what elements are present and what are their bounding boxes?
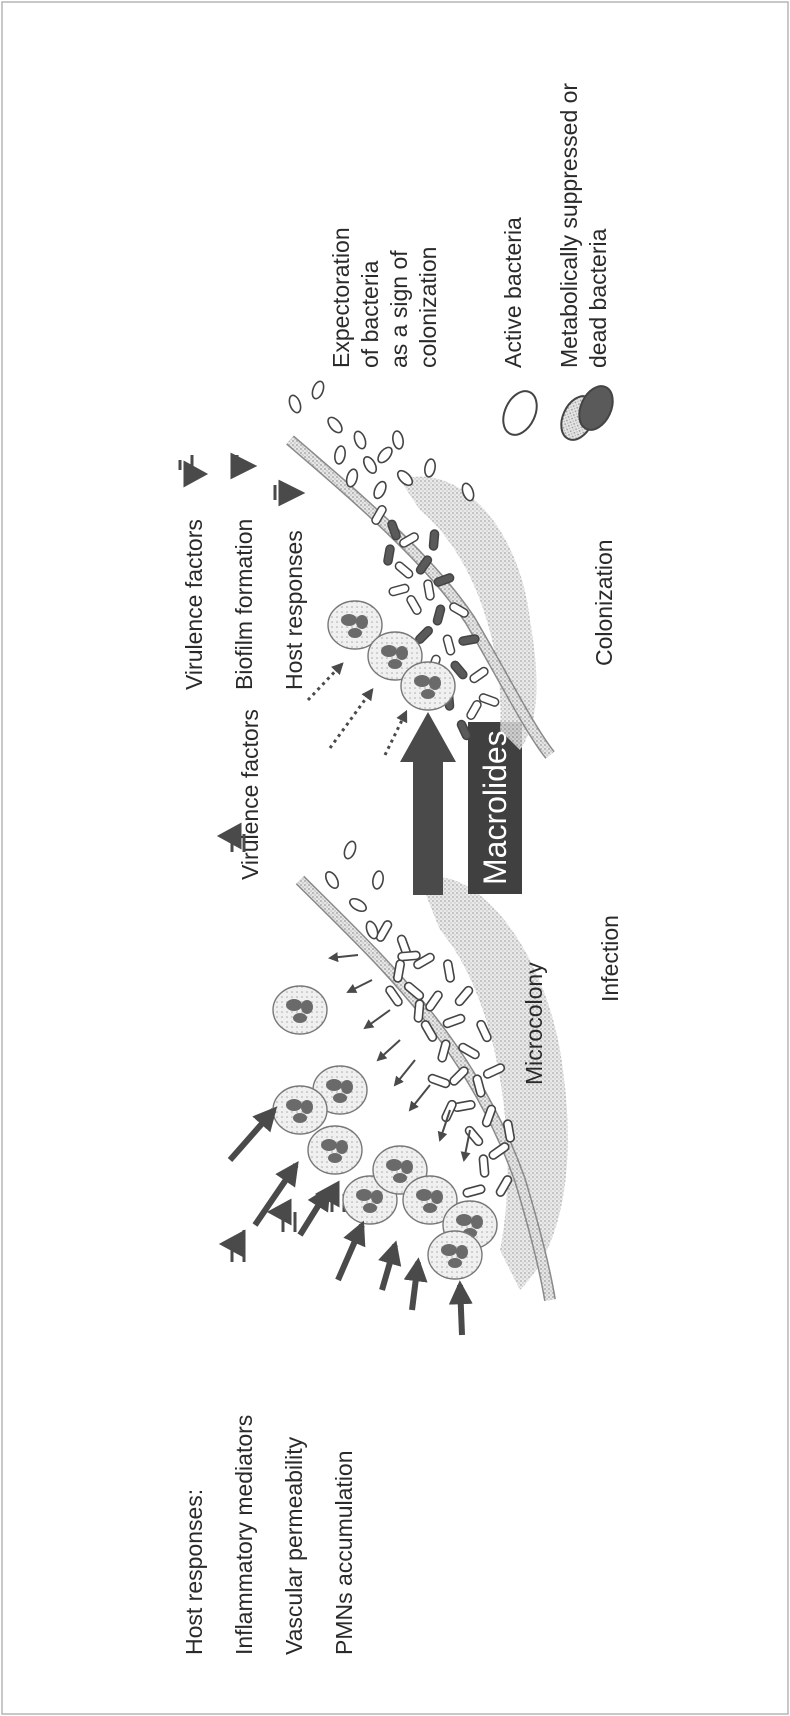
host-responses-right-label: Host responses	[281, 530, 307, 690]
expectoration-text: Expectoration of bacteria as a sign of c…	[328, 227, 441, 368]
pmns-accumulation-label: PMNs accumulation	[331, 1450, 357, 1655]
infection-label: Infection	[597, 915, 623, 1002]
active-bacteria-label: Active bacteria	[500, 217, 526, 368]
macrolides-label: Macrolides	[477, 730, 513, 885]
vascular-permeability-label: Vascular permeability	[281, 1436, 307, 1655]
expectoration-line-4: colonization	[415, 247, 441, 368]
legend: Active bacteria Metabolically suppressed…	[497, 83, 620, 446]
active-bacteria-icon	[497, 386, 544, 440]
expectoration-line-1: Expectoration	[328, 227, 354, 368]
colonization-label: Colonization	[591, 539, 617, 666]
macrolides-arrow-icon	[400, 712, 456, 895]
pmn-cells-left	[273, 986, 497, 1279]
decrease-arrow-icon	[232, 455, 254, 477]
virulence-factors-right-label: Virulence factors	[181, 519, 207, 690]
increase-arrow-icon	[220, 825, 244, 852]
virulence-factors-left-label: Virulence factors	[237, 709, 263, 880]
inflammatory-mediators-label: Inflammatory mediators	[231, 1415, 257, 1655]
suppressed-bacteria-line-2: dead bacteria	[585, 228, 611, 368]
decrease-arrow-icon	[180, 455, 205, 485]
increase-arrow-icon	[270, 1201, 295, 1232]
microcolony-label: Microcolony	[521, 962, 547, 1085]
suppressed-bacteria-line-1: Metabolically suppressed or	[556, 83, 582, 368]
expectoration-line-2: of bacteria	[357, 260, 383, 368]
increase-arrow-icon	[222, 1230, 244, 1262]
decrease-arrow-icon	[275, 482, 302, 504]
expectoration-line-3: as a sign of	[386, 250, 412, 368]
host-responses-label: Host responses:	[181, 1489, 207, 1655]
biofilm-formation-label: Biofilm formation	[231, 519, 257, 690]
